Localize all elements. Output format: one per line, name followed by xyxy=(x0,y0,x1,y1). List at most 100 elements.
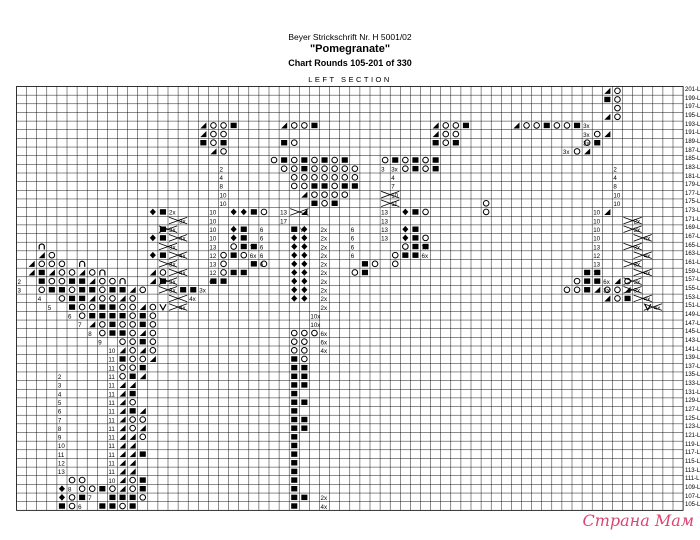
square-symbol xyxy=(159,252,166,258)
diamond-symbol xyxy=(301,260,308,268)
circle-symbol xyxy=(381,156,389,164)
circle-symbol xyxy=(371,260,379,268)
triangle-symbol xyxy=(129,433,136,440)
triangle-symbol xyxy=(119,477,126,484)
square-symbol xyxy=(48,287,55,293)
cell-count-text: 4x xyxy=(321,504,328,511)
row-label: 177-L xyxy=(685,190,700,197)
circle-symbol xyxy=(614,295,621,302)
circle-symbol xyxy=(129,347,136,354)
row-label: 139-L xyxy=(685,355,700,362)
circle-symbol xyxy=(139,355,147,363)
cell-count-text: 2x xyxy=(321,296,328,303)
cell-count-text: 3x xyxy=(634,288,641,295)
cell-count-text: 9 xyxy=(58,435,62,442)
cell-count-text: 11 xyxy=(108,365,115,372)
cell-count-text: 11 xyxy=(58,452,65,459)
circle-symbol xyxy=(109,277,116,285)
square-symbol xyxy=(139,364,146,371)
cable-cross-line xyxy=(168,251,188,259)
square-symbol xyxy=(311,122,318,129)
circle-symbol xyxy=(311,174,318,181)
circle-symbol xyxy=(139,286,147,294)
cell-count-text: 12 xyxy=(593,253,600,260)
row-label: 123-L xyxy=(685,424,700,431)
circle-symbol xyxy=(290,156,298,164)
square-symbol xyxy=(109,304,116,310)
circle-symbol xyxy=(290,174,298,181)
cell-count-text: 13 xyxy=(593,262,600,269)
cable-cross-line xyxy=(623,277,642,285)
circle-symbol xyxy=(290,122,298,129)
triangle-symbol xyxy=(584,148,591,155)
triangle-symbol xyxy=(119,451,126,458)
circle-symbol xyxy=(523,122,530,129)
cell-count-text: 13 xyxy=(381,218,388,225)
cell-count-text: 8 xyxy=(613,184,617,191)
triangle-symbol xyxy=(129,286,136,293)
cell-count-text: 8 xyxy=(88,331,92,338)
circle-symbol xyxy=(563,286,571,294)
cell-count-text: 10 xyxy=(108,478,115,485)
cable-cross-line xyxy=(623,225,642,233)
cell-count-text: 10 xyxy=(209,236,216,243)
cell-count-text: 6 xyxy=(351,253,355,260)
circle-symbol xyxy=(452,122,460,129)
square-symbol xyxy=(129,390,136,397)
square-symbol xyxy=(79,494,86,501)
cell-count-text: 10 xyxy=(593,227,600,234)
square-symbol xyxy=(301,425,308,431)
square-symbol xyxy=(159,209,166,215)
circle-symbol xyxy=(260,208,268,216)
triangle-symbol xyxy=(129,381,136,388)
circle-symbol xyxy=(301,338,308,345)
row-label: 119-L xyxy=(685,441,700,448)
triangle-symbol xyxy=(149,355,156,362)
square-symbol xyxy=(301,373,308,379)
cell-count-text: 7x xyxy=(250,244,257,251)
square-symbol xyxy=(109,494,116,501)
circle-symbol xyxy=(220,269,227,276)
cell-count-text: 10 xyxy=(593,218,600,225)
square-symbol xyxy=(69,278,76,284)
cell-count-text: 3x xyxy=(583,132,590,139)
square-symbol xyxy=(594,269,601,276)
diamond-symbol xyxy=(291,251,298,259)
row-label: 147-L xyxy=(685,320,700,327)
circle-symbol xyxy=(58,260,66,268)
square-symbol xyxy=(281,157,288,163)
circle-symbol xyxy=(119,303,126,311)
square-symbol xyxy=(291,468,298,475)
row-label: 127-L xyxy=(685,407,700,414)
square-symbol xyxy=(230,122,237,129)
cell-count-text: 3x xyxy=(169,227,176,234)
watermark-logo: Страна Мам xyxy=(582,511,694,530)
row-label: 135-L xyxy=(685,372,700,379)
cell-count-text: 13 xyxy=(593,244,600,251)
circle-symbol xyxy=(78,485,86,493)
row-label: 129-L xyxy=(685,398,700,405)
row-label: 161-L xyxy=(685,260,700,266)
cell-count-text: 11 xyxy=(108,374,115,381)
diamond-symbol xyxy=(301,234,308,242)
row-label: 201-L xyxy=(685,87,700,93)
circle-symbol xyxy=(402,243,409,250)
triangle-symbol xyxy=(119,433,126,440)
diamond-symbol xyxy=(149,251,156,259)
row-label: 107-L xyxy=(685,493,700,500)
square-symbol xyxy=(190,287,197,293)
cell-count-text: 2x xyxy=(321,270,328,277)
circle-symbol xyxy=(331,191,338,198)
square-symbol xyxy=(129,373,136,379)
circle-symbol xyxy=(99,286,106,294)
cell-count-text: 4x xyxy=(644,253,651,260)
cell-count-text: 4x xyxy=(179,270,186,277)
square-symbol xyxy=(361,269,368,276)
square-symbol xyxy=(412,165,419,172)
triangle-symbol xyxy=(119,390,126,397)
cell-count-text: 11 xyxy=(108,452,115,459)
circle-symbol xyxy=(442,122,450,129)
cell-count-text: 10 xyxy=(220,192,227,199)
square-symbol xyxy=(99,503,106,509)
square-symbol xyxy=(462,122,469,129)
